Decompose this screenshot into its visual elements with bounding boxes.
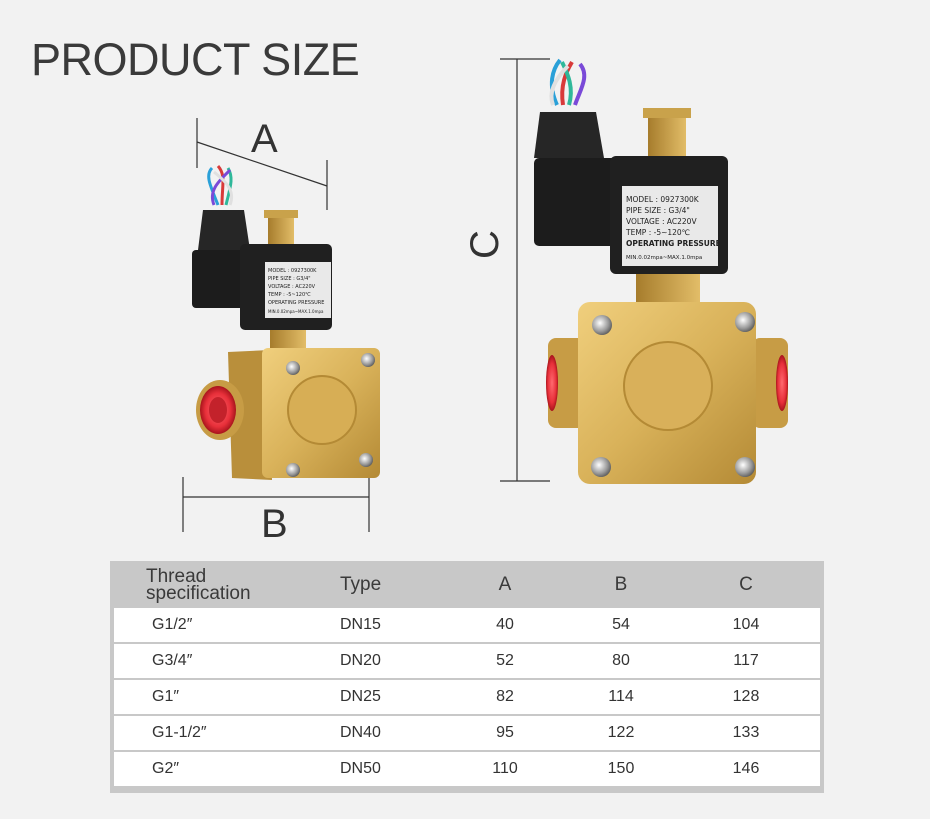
small-valve-image: MODEL : 0927300K PIPE SIZE : G3/4" VOLTA… xyxy=(192,165,380,480)
small-label-line-6: MIN.0.02mpa~MAX.1.0mpa xyxy=(268,309,324,314)
dimension-a: A xyxy=(196,117,328,210)
large-label-line-4: TEMP : -5~120℃ xyxy=(625,228,690,237)
dimension-b: B xyxy=(182,477,370,546)
cell-a: 95 xyxy=(496,724,514,741)
small-label-line-2: PIPE SIZE : G3/4" xyxy=(268,276,311,282)
large-valve-bolt xyxy=(735,457,755,477)
cell-b: 80 xyxy=(612,652,630,669)
large-valve-bolt xyxy=(591,457,611,477)
large-label-line-3: VOLTAGE : AC220V xyxy=(626,217,697,226)
header-c: C xyxy=(739,573,753,595)
cell-b: 114 xyxy=(608,688,634,705)
small-valve-bolt xyxy=(359,453,373,467)
cell-a: 82 xyxy=(496,688,514,705)
large-valve-bolt xyxy=(592,315,612,335)
cell-c: 133 xyxy=(732,724,760,741)
small-label-line-3: VOLTAGE : AC220V xyxy=(268,284,316,290)
header-thread-line2: specification xyxy=(146,582,251,604)
dimension-b-label: B xyxy=(261,502,288,546)
cell-a: 110 xyxy=(492,760,518,777)
large-valve-label: MODEL : 0927300K PIPE SIZE : G3/4" VOLTA… xyxy=(625,195,721,261)
large-label-line-5: OPERATING PRESSURE xyxy=(626,239,721,248)
cell-thread: G1″ xyxy=(152,688,180,705)
header-thread-line1: Thread xyxy=(146,565,207,587)
cell-type: DN25 xyxy=(340,688,381,705)
dimension-c: C xyxy=(463,58,550,482)
small-label-line-5: OPERATING PRESSURE xyxy=(268,300,324,306)
table-row: G2″ DN50 110 150 146 xyxy=(114,752,820,786)
header-a: A xyxy=(498,573,512,595)
table-row: G1-1/2″ DN40 95 122 133 xyxy=(114,716,820,750)
cell-c: 117 xyxy=(733,652,759,669)
cell-thread: G2″ xyxy=(152,760,180,777)
small-valve-bolt xyxy=(286,463,300,477)
large-label-line-1: MODEL : 0927300K xyxy=(626,195,700,204)
cell-thread: G1/2″ xyxy=(152,616,193,633)
cell-a: 52 xyxy=(496,652,514,669)
large-valve-bolt xyxy=(735,312,755,332)
table-row: G1/2″ DN15 40 54 104 xyxy=(114,608,820,642)
large-valve-wires xyxy=(549,58,587,106)
small-label-line-1: MODEL : 0927300K xyxy=(268,268,317,274)
dimension-c-label: C xyxy=(463,230,507,259)
cell-c: 104 xyxy=(732,616,760,633)
cell-type: DN50 xyxy=(340,760,381,777)
size-table-body: G1/2″ DN15 40 54 104 G3/4″ DN20 52 80 11… xyxy=(114,608,820,786)
product-dimension-figure: A B C MODEL : 0927300K PI xyxy=(182,58,788,546)
header-b: B xyxy=(614,573,628,595)
small-label-line-4: TEMP : -5~120℃ xyxy=(267,292,311,298)
small-valve-wires xyxy=(207,165,233,206)
cell-type: DN15 xyxy=(340,616,381,633)
table-row: G3/4″ DN20 52 80 117 xyxy=(114,644,820,678)
small-valve-label: MODEL : 0927300K PIPE SIZE : G3/4" VOLTA… xyxy=(267,268,324,314)
cell-type: DN40 xyxy=(340,724,381,741)
small-valve-bolt xyxy=(361,353,375,367)
cell-c: 128 xyxy=(732,688,760,705)
cell-c: 146 xyxy=(732,760,760,777)
size-table: Thread specification Type A B C G1/2″ DN… xyxy=(110,561,824,793)
size-table-header: Thread specification Type A B C xyxy=(114,561,820,608)
cell-b: 150 xyxy=(607,760,635,777)
cell-thread: G3/4″ xyxy=(152,652,193,669)
header-type: Type xyxy=(340,573,382,595)
table-row: G1″ DN25 82 114 128 xyxy=(114,680,820,714)
cell-b: 122 xyxy=(607,724,635,741)
large-valve-image: MODEL : 0927300K PIPE SIZE : G3/4" VOLTA… xyxy=(534,58,788,484)
large-label-line-2: PIPE SIZE : G3/4" xyxy=(626,206,690,215)
cell-b: 54 xyxy=(612,616,630,633)
header-thread-specification: Thread specification xyxy=(146,561,296,608)
page-title: PRODUCT SIZE xyxy=(31,34,360,85)
cell-type: DN20 xyxy=(340,652,381,669)
cell-a: 40 xyxy=(496,616,514,633)
small-valve-bolt xyxy=(286,361,300,375)
dimension-a-label: A xyxy=(251,117,278,161)
large-label-line-6: MIN.0.02mpa~MAX.1.0mpa xyxy=(626,255,702,261)
cell-thread: G1-1/2″ xyxy=(152,724,207,741)
